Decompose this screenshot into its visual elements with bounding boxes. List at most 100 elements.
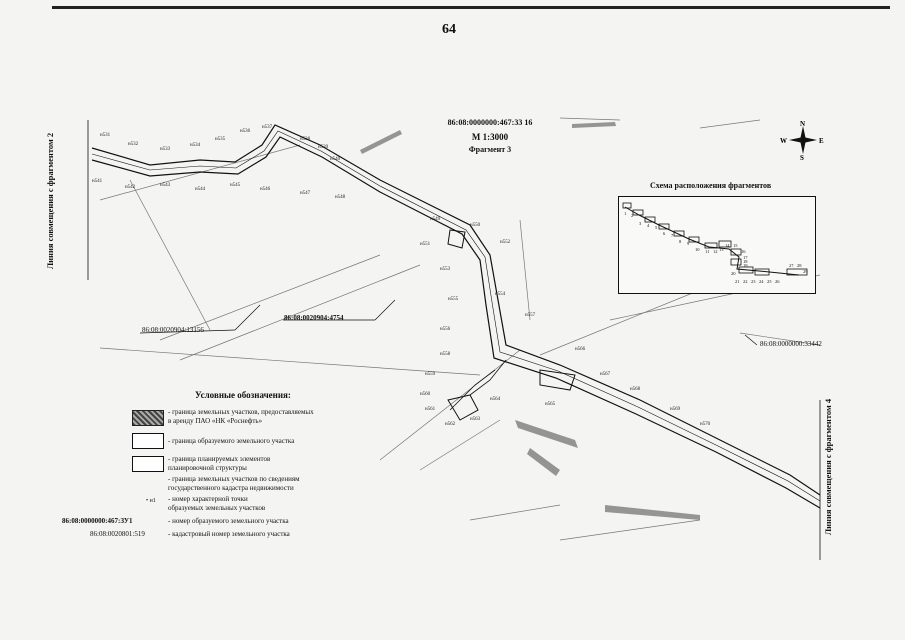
svg-text:н560: н560	[420, 392, 431, 397]
svg-text:н551: н551	[420, 242, 431, 247]
svg-text:11: 11	[705, 249, 709, 254]
svg-text:н544: н544	[195, 187, 206, 192]
fragment-header: 86:08:0000000:467:33 16 М 1:3000 Фрагмен…	[430, 118, 550, 154]
svg-text:н531: н531	[100, 133, 111, 138]
legend-item-formed: - граница образуемого земельного участка	[168, 437, 295, 445]
svg-text:23: 23	[751, 279, 756, 284]
svg-text:6: 6	[663, 231, 666, 236]
svg-text:н545: н545	[230, 183, 241, 188]
cadastre-lines	[99, 117, 821, 541]
svg-text:N: N	[800, 120, 805, 128]
svg-text:н537: н537	[262, 125, 273, 130]
leader-lines	[139, 299, 758, 346]
svg-text:24: 24	[759, 279, 764, 284]
svg-text:25: 25	[767, 279, 772, 284]
svg-text:н568: н568	[630, 387, 641, 392]
svg-text:н534: н534	[190, 143, 201, 148]
fragment-scheme-inset: 1 2 3 4 5 6 7 8 9 10 11 12 13 14 15 16 1…	[618, 196, 816, 294]
svg-text:16: 16	[741, 249, 746, 254]
svg-text:1: 1	[624, 211, 626, 216]
svg-text:13: 13	[719, 247, 724, 252]
svg-text:27: 27	[789, 263, 794, 268]
svg-text:н538: н538	[300, 137, 311, 142]
svg-text:н535: н535	[215, 137, 226, 142]
svg-text:9: 9	[687, 241, 690, 246]
inset-title: Схема расположения фрагментов	[650, 181, 772, 190]
svg-text:н550: н550	[470, 223, 481, 228]
svg-text:н546: н546	[260, 187, 271, 192]
legend-point-symbol: • н1	[146, 498, 156, 504]
svg-text:7: 7	[671, 233, 674, 238]
legend-lease-symbol	[132, 410, 164, 426]
svg-text:26: 26	[775, 279, 780, 284]
compass-rose: N S W E	[778, 120, 828, 162]
compass-icon: N S W E	[780, 120, 824, 162]
svg-text:17: 17	[743, 255, 748, 260]
svg-text:S: S	[800, 154, 804, 160]
svg-text:н557: н557	[525, 313, 536, 318]
svg-text:5: 5	[655, 225, 658, 230]
right-side-label: Линия совмещения с фрагментом 4	[823, 398, 833, 536]
svg-text:н548: н548	[335, 195, 346, 200]
svg-text:3: 3	[639, 221, 642, 226]
legend-cad-num-symbol: 86:08:0020801:519	[90, 530, 145, 538]
svg-text:21: 21	[735, 279, 740, 284]
svg-text:н541: н541	[92, 179, 103, 184]
svg-text:н569: н569	[670, 407, 681, 412]
svg-text:12: 12	[713, 249, 718, 254]
svg-text:4: 4	[647, 223, 650, 228]
svg-text:2: 2	[631, 213, 633, 218]
legend-item-cadastre: - граница земельных участков по сведения…	[168, 475, 300, 492]
svg-text:н565: н565	[545, 402, 556, 407]
legend-formed-num-symbol: 86:08:0000000:467:ЗУ1	[62, 517, 133, 525]
svg-text:н552: н552	[500, 240, 511, 245]
svg-text:н543: н543	[160, 183, 171, 188]
point-labels: н531 н532 н533 н534 н535 н536 н537 н538 …	[92, 125, 711, 427]
svg-text:10: 10	[695, 247, 700, 252]
left-side-label: Линия совмещения с фрагментом 2	[45, 132, 55, 270]
svg-text:E: E	[819, 137, 824, 145]
svg-text:н542: н542	[125, 185, 136, 190]
svg-text:н558: н558	[440, 352, 451, 357]
svg-text:н563: н563	[470, 417, 481, 422]
inset-drawing: 1 2 3 4 5 6 7 8 9 10 11 12 13 14 15 16 1…	[622, 202, 808, 284]
svg-text:W: W	[780, 137, 787, 145]
page-number: 64	[442, 22, 456, 37]
parcel-label-3: 86:08:0000000:33442	[760, 340, 822, 348]
svg-text:н561: н561	[425, 407, 436, 412]
svg-text:н555: н555	[448, 297, 459, 302]
svg-text:8: 8	[679, 239, 682, 244]
svg-text:22: 22	[743, 279, 748, 284]
svg-text:н562: н562	[445, 422, 456, 427]
svg-text:н533: н533	[160, 147, 171, 152]
legend-item-formed-num: - номер образуемого земельного участка	[168, 517, 289, 525]
svg-text:н532: н532	[128, 142, 139, 147]
svg-text:15: 15	[733, 243, 738, 248]
svg-text:н553: н553	[440, 267, 451, 272]
cadastral-id: 86:08:0000000:467:33 16	[447, 118, 533, 127]
svg-text:н556: н556	[440, 327, 451, 332]
svg-text:29: 29	[803, 269, 808, 274]
svg-text:н536: н536	[240, 129, 251, 134]
svg-text:н567: н567	[600, 372, 611, 377]
svg-text:н559: н559	[425, 372, 436, 377]
svg-text:18: 18	[743, 259, 748, 264]
svg-text:н539: н539	[318, 145, 329, 150]
legend-title: Условные обозначения:	[195, 390, 291, 400]
svg-text:н547: н547	[300, 191, 311, 196]
svg-text:н554: н554	[495, 292, 506, 297]
legend-item-lease: - граница земельных участков, предоставл…	[168, 408, 314, 425]
top-rule	[52, 6, 890, 9]
legend-planned-symbol	[132, 456, 164, 472]
legend-item-cad-num: - кадастровый номер земельного участка	[168, 530, 290, 538]
svg-text:н566: н566	[575, 347, 586, 352]
svg-text:19: 19	[743, 263, 748, 268]
corridor	[91, 124, 821, 509]
svg-text:н564: н564	[490, 397, 501, 402]
svg-text:н570: н570	[700, 422, 711, 427]
fragment-label: Фрагмент 3	[468, 145, 512, 154]
parcel-label-1: 86:08:0020904:13156	[142, 326, 204, 334]
